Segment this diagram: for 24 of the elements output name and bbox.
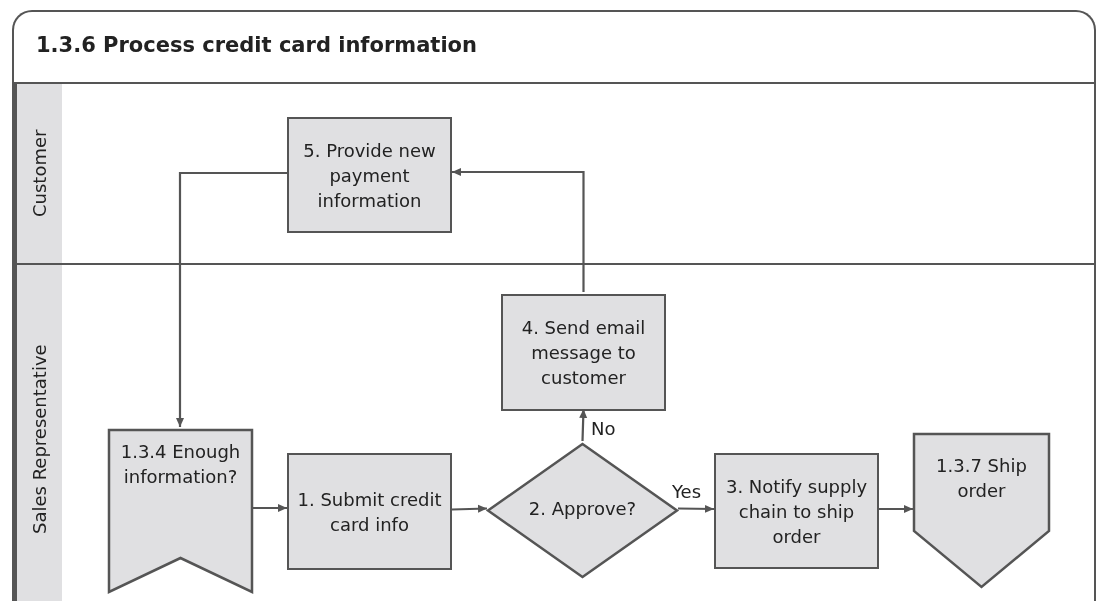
- process-box: [501, 294, 666, 411]
- lane-header: Customer: [14, 84, 62, 263]
- lane-header: Sales Representative: [14, 265, 62, 601]
- step-label: 1.3.7 Ship order: [935, 454, 1028, 503]
- process-box: [287, 117, 452, 233]
- arrow: [253, 504, 287, 512]
- arrow: [451, 504, 488, 513]
- step-label: 1. Submit credit card info: [296, 487, 443, 537]
- step-label: 1.3.4 Enough information?: [119, 440, 242, 489]
- offpage-connector: [913, 433, 1050, 588]
- offpage-connector: [108, 429, 253, 593]
- step-label: 4. Send email message to customer: [520, 316, 647, 390]
- arrow: [176, 171, 287, 427]
- step-label: 3. Notify supply chain to ship order: [724, 474, 869, 549]
- arrow: [678, 504, 714, 513]
- step-label: 5. Provide new payment information: [302, 138, 437, 213]
- arrow: [452, 168, 585, 292]
- process-box: [714, 453, 879, 569]
- arrow: [879, 505, 913, 513]
- swimlane: [14, 82, 1094, 263]
- step-label: 2. Approve?: [527, 497, 638, 521]
- diagram-title: 1.3.6 Process credit card information: [36, 33, 477, 57]
- process-box: [287, 453, 452, 570]
- swimlane: [14, 263, 1094, 601]
